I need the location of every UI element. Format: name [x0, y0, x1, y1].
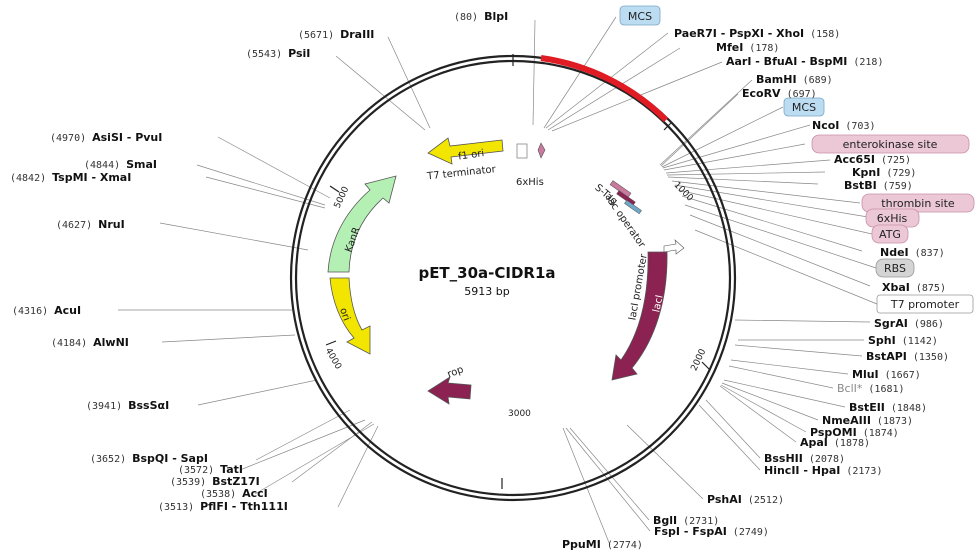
- rop-label: rop: [446, 364, 465, 380]
- rop-arrow: [427, 376, 472, 405]
- site-bsteii: BstEII(1848): [849, 401, 927, 414]
- site-tati: (3572)TatI: [178, 463, 243, 476]
- laci-promoter-marker: [663, 239, 685, 255]
- enterokinase-label: enterokinase site: [843, 138, 938, 151]
- his6-box-label: 6xHis: [877, 212, 908, 225]
- site-fspi-fspai: FspI - FspAI(2749): [654, 525, 769, 538]
- site-mfei: MfeI(178): [716, 41, 779, 54]
- site-sgrai: SgrAI(986): [874, 317, 944, 330]
- his6-marker: [537, 142, 546, 159]
- f1-ori-label: f1 ori: [458, 148, 485, 163]
- tick-label-1000: 1000: [672, 180, 695, 203]
- site-acc65i: Acc65I(725): [834, 153, 911, 166]
- mcs-box-right: [783, 97, 825, 117]
- laci-label: lacI: [651, 294, 665, 313]
- mcs-box-top-label: MCS: [628, 10, 652, 23]
- t7-promoter-box: [876, 294, 974, 314]
- site-hincii-hpai: HincII - HpaI(2173): [764, 464, 882, 477]
- site-pflfi-tth111i: (3513)PflFI - Tth111I: [158, 500, 288, 513]
- site-pshai: PshAI(2512): [707, 493, 784, 506]
- site-bgli: BglI(2731): [653, 514, 719, 527]
- site-bstz17i: (3539)BstZ17I: [170, 475, 260, 488]
- ori-arrow: [329, 277, 371, 355]
- atg-box-label: ATG: [879, 228, 901, 241]
- site-blpi: (80)BlpI: [454, 10, 508, 23]
- rbs-box: [875, 258, 915, 278]
- site-ecorv: EcoRV(697): [742, 87, 817, 100]
- site-aari-bfuai-bspmi: AarI - BfuAI - BspMI(218): [726, 55, 883, 68]
- site-sphi: SphI(1142): [868, 334, 938, 347]
- site-mlui: MluI(1667): [852, 368, 921, 381]
- t7-terminator-marker: [516, 143, 528, 159]
- site-bamhi: BamHI(689): [756, 73, 833, 86]
- site-alwni: (4184)AlwNI: [51, 336, 129, 349]
- site-ncoi: NcoI(703): [812, 119, 876, 132]
- lac-operator-marker: [624, 199, 642, 215]
- mcs-box-right-label: MCS: [792, 101, 816, 114]
- his6-label: 6xHis: [516, 177, 544, 188]
- f1-ori-arrow: [427, 137, 504, 165]
- site-ndei: NdeI(837): [880, 246, 945, 259]
- tick-label-2000: 2000: [690, 347, 709, 372]
- site-ppumi: PpuMI(2774): [562, 538, 643, 550]
- site-nmeaiii: NmeAIII(1873): [822, 414, 913, 427]
- tick-label-3000: 3000: [508, 409, 531, 419]
- t7-promoter-box-label: T7 promoter: [890, 298, 960, 311]
- site-draiii: (5671)DraIII: [298, 28, 374, 41]
- site-bcli: BclI*(1681): [837, 382, 905, 395]
- leader-lines: [118, 16, 878, 546]
- site-irui: (4627)NruI: [56, 218, 125, 231]
- site-bstapi: BstAPI(1350): [866, 350, 949, 363]
- ori-label: ori: [337, 307, 352, 323]
- tick-label-4000: 4000: [323, 347, 343, 372]
- site-smai: (4844)SmaI: [84, 158, 157, 171]
- mcs-box-top: [619, 5, 661, 26]
- thrombin-label: thrombin site: [881, 197, 955, 210]
- kanr-arrow: [327, 175, 397, 273]
- tick-marks: [325, 54, 711, 489]
- atg-box: [871, 224, 909, 244]
- site-bspqi-sapi: (3652)BspQI - SapI: [90, 452, 208, 465]
- site-xbai: XbaI(875): [882, 281, 946, 294]
- rbs-box-label: RBS: [884, 262, 906, 275]
- plasmid-name: pET_30a-CIDR1a: [418, 264, 555, 282]
- site-acui: (4316)AcuI: [12, 304, 81, 317]
- site-paer7i-pspxi-xhoi: PaeR7I - PspXI - XhoI(158): [674, 27, 840, 40]
- t7-terminator-label: T7 terminator: [426, 164, 497, 182]
- site-asisi-pvui: (4970)AsiSI - PvuI: [50, 131, 162, 144]
- plasmid-size: 5913 bp: [464, 285, 509, 298]
- site-tspmi-xmai: (4842)TspMI - XmaI: [10, 171, 131, 184]
- enterokinase-box: [811, 134, 970, 154]
- tick-label-5000: 5000: [333, 185, 352, 210]
- insert-arc: [540, 55, 669, 123]
- his-tag-marker: [616, 190, 636, 206]
- site-bstbi: BstBI(759): [844, 179, 913, 192]
- site-bsshii: BssHII(2078): [764, 452, 845, 465]
- site-bsssai: (3941)BssSαI: [86, 399, 169, 412]
- site-pspomi: PspOMI(1874): [810, 426, 899, 439]
- site-psii: (5543)PsiI: [246, 47, 310, 60]
- laci-arrow: [611, 251, 668, 381]
- site-kpni: KpnI(729): [852, 166, 916, 179]
- site-acci: (3538)AccI: [200, 487, 268, 500]
- site-apai: ApaI(1878): [800, 436, 870, 449]
